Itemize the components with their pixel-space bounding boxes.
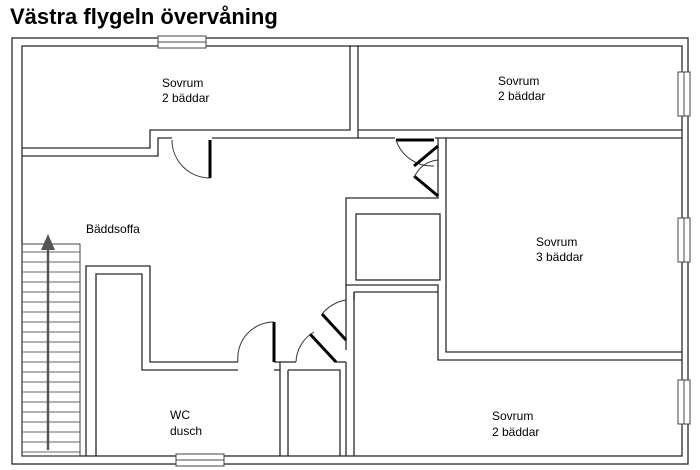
- room-bedroom-top-right: Sovrum 2 bäddar: [358, 74, 682, 139]
- stair-arrow-icon: [41, 234, 55, 250]
- room-wc: WC dusch: [85, 265, 280, 456]
- room-closet: [279, 361, 346, 456]
- room-bedroom-bottom-right: Sovrum 2 bäddar: [345, 285, 539, 456]
- room-name-5: WC: [170, 408, 190, 422]
- door-bedroom-3b: [413, 174, 439, 198]
- doors: [171, 138, 439, 364]
- hall-label: Bäddsoffa: [86, 222, 140, 236]
- room-name-1: Sovrum: [162, 76, 203, 90]
- door-bedroom-3: [413, 144, 439, 168]
- room-detail-3: 3 bäddar: [536, 250, 583, 264]
- door-bedroom-4: [320, 312, 348, 342]
- room-detail-5: dusch: [170, 424, 202, 438]
- room-detail-4: 2 bäddar: [492, 425, 539, 439]
- door-closet: [308, 332, 338, 364]
- room-name-4: Sovrum: [492, 409, 533, 423]
- room-name-2: Sovrum: [498, 74, 539, 88]
- room-detail-1: 2 bäddar: [162, 91, 209, 105]
- room-detail-2: 2 bäddar: [498, 89, 545, 103]
- room-bedroom-top-left: Sovrum 2 bäddar: [22, 46, 359, 157]
- room-bedroom-right-middle: Sovrum 3 bäddar: [345, 138, 682, 361]
- windows: [157, 35, 691, 467]
- page-title: Västra flygeln övervåning: [10, 4, 278, 29]
- room-name-3: Sovrum: [536, 235, 577, 249]
- staircase: [21, 234, 81, 457]
